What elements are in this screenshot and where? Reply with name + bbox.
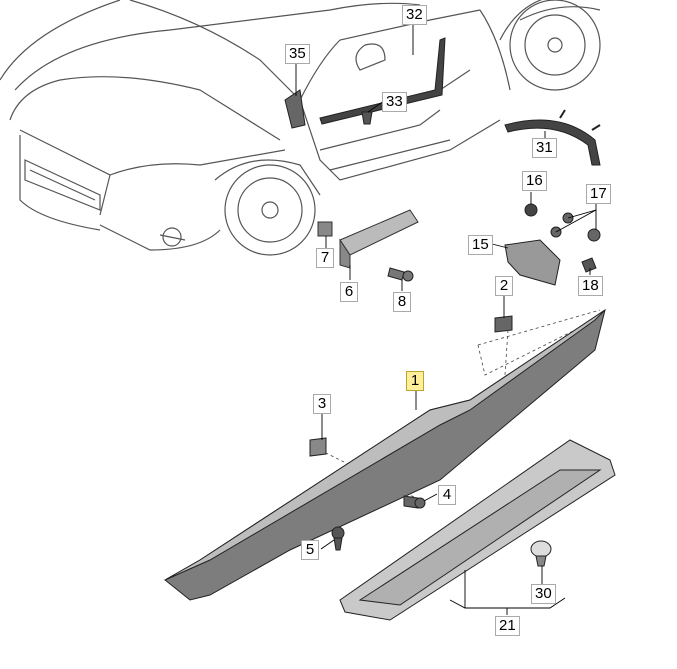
callout-21: 31 (532, 138, 557, 158)
callout-17: 17 (586, 184, 611, 204)
callout-18: 18 (578, 276, 603, 296)
callout-35: 35 (285, 44, 310, 64)
part-5-screw (331, 526, 345, 551)
part-32-entry-sill-trim (339, 439, 616, 621)
callout-4: 4 (438, 485, 456, 505)
part-16-nut (524, 203, 538, 217)
part-15-bracket (504, 239, 561, 286)
callout-6: 6 (340, 282, 358, 302)
part-6-heat-shield (339, 209, 419, 269)
callout-32: 21 (495, 616, 520, 636)
part-33-clip (530, 540, 552, 567)
callout-33: 30 (531, 584, 556, 604)
part-21-wheel-arch-trim (504, 119, 601, 166)
callout-5: 5 (301, 540, 319, 560)
part-4-screw (403, 495, 426, 509)
part-35-bracket (284, 89, 306, 129)
part-18-screw (581, 257, 597, 273)
part-3-clip (309, 437, 327, 457)
part-2-clip (494, 315, 513, 333)
callout-15: 15 (468, 235, 493, 255)
callout-16: 16 (522, 171, 547, 191)
callout-2: 2 (495, 276, 513, 296)
callout-7: 7 (316, 248, 334, 268)
leader-lines (295, 25, 597, 615)
callout-8: 8 (393, 292, 411, 312)
callout-31: 33 (382, 92, 407, 112)
callout-1: 1 (406, 371, 424, 391)
callout-3: 3 (313, 394, 331, 414)
part-8-screw (387, 267, 414, 282)
part-31-clip (361, 111, 373, 125)
part-1-side-sill-panel (164, 308, 606, 601)
part-17-bolts (550, 212, 601, 242)
callout-30: 32 (402, 5, 427, 25)
part-7-clip (317, 221, 333, 237)
